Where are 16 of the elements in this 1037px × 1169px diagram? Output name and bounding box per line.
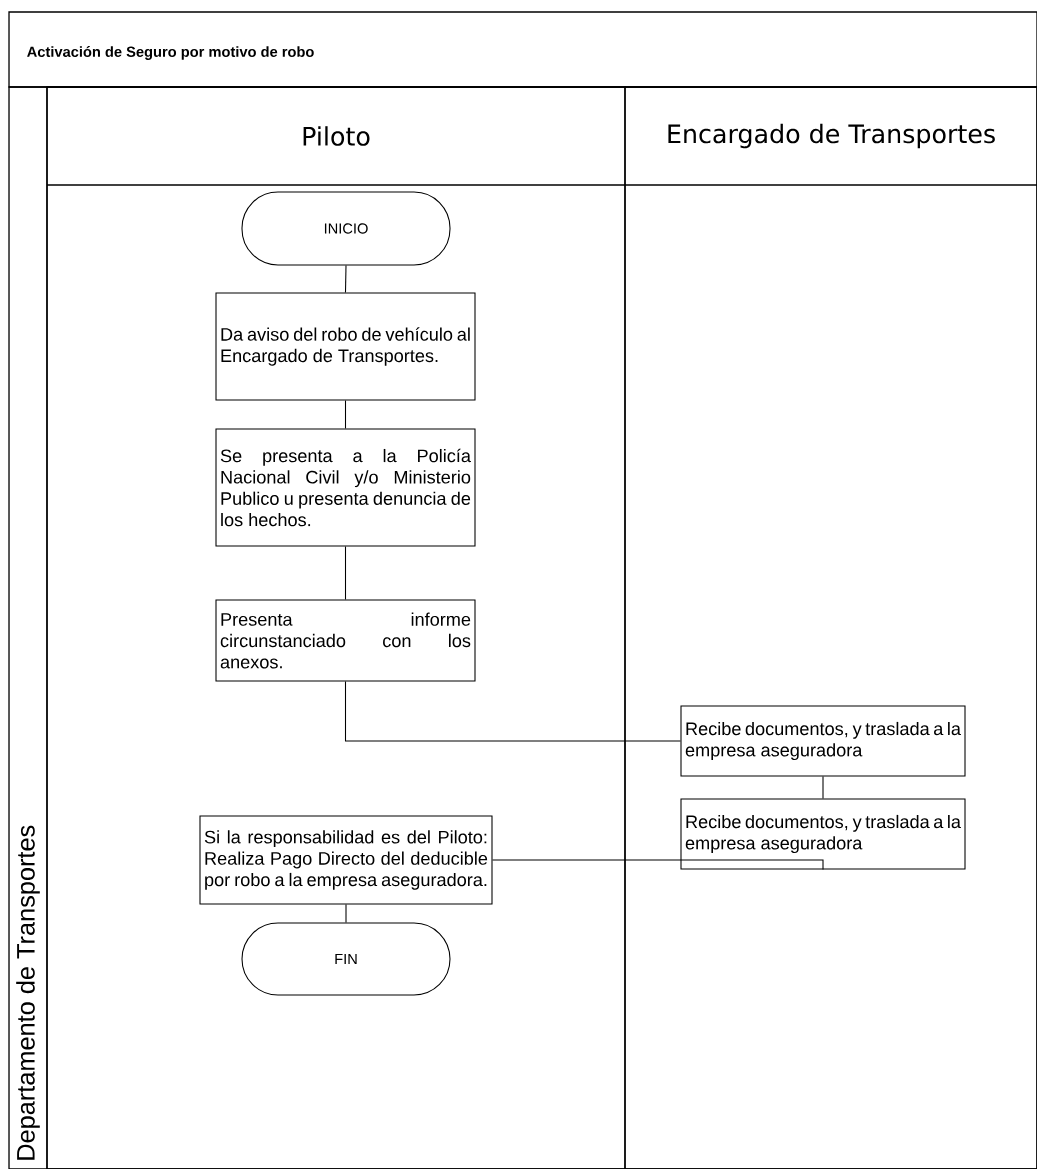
process-box: Recibe documentos, y traslada a la empresa aseguradora [680,798,966,870]
terminator: INICIO [241,191,451,266]
process-box: Da aviso del robo de vehículo al Encargado de Transportes. [215,292,476,401]
terminator: FIN [241,922,451,996]
connector [822,776,824,799]
process-box: Se presenta a la Policía Nacional Civil y/o Ministerio Publico u presenta denuncia de los hechos. [215,428,476,547]
connector [344,681,681,742]
connector [344,546,347,600]
process-box: Si la responsabilidad es del Piloto: Realiza Pago Directo del deducible por robo a la empresa aseguradora. [199,815,493,905]
connector [344,265,347,293]
connector [345,904,347,923]
title-band: Activación de Seguro por motivo de robo [8,11,1037,88]
connector [492,859,824,871]
process-box: Recibe documentos, y traslada a la empresa aseguradora [680,705,966,777]
connector [344,400,347,429]
process-box: Presenta informe circunstanciado con los anexos. [215,599,476,682]
